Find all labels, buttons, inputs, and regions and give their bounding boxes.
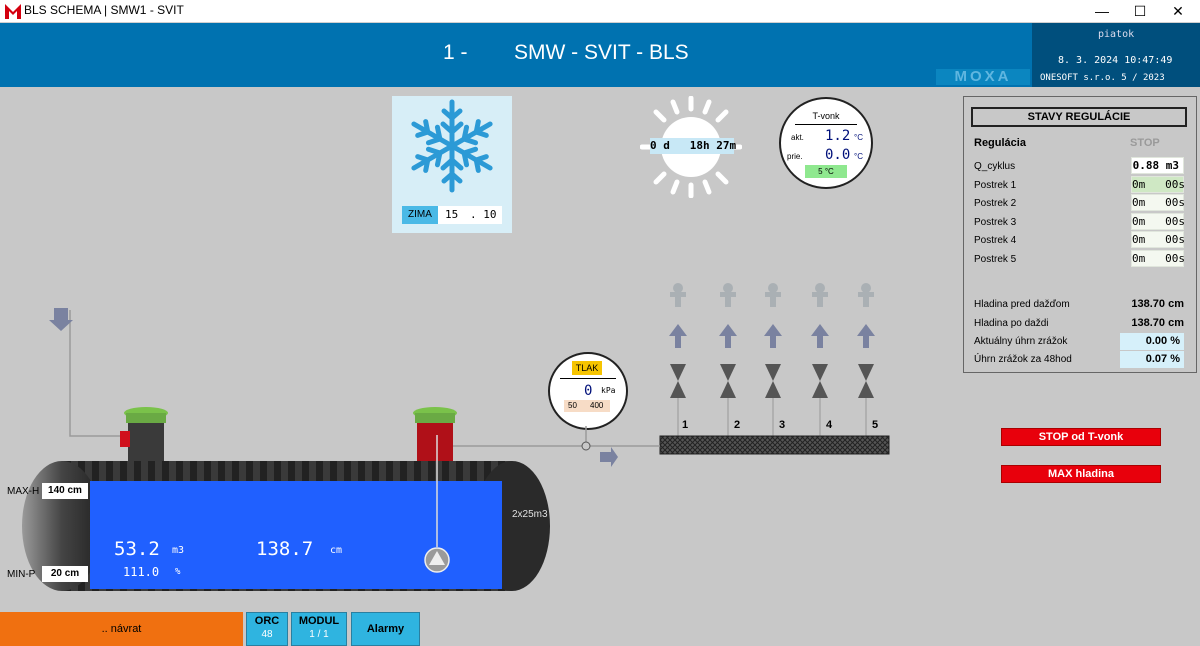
modul-value: 1 / 1 — [309, 629, 329, 640]
q-cyklus-label: Q_cyklus — [974, 161, 1016, 172]
minimize-button[interactable]: — — [1095, 3, 1109, 19]
stop-tvonk-alarm[interactable]: STOP od T-vonk — [1001, 428, 1161, 446]
tvonk-akt-unit: °C — [854, 133, 863, 142]
min-p-label: MIN-P — [7, 569, 36, 580]
pressure-max: 400 — [590, 401, 604, 410]
orc-label: ORC — [254, 615, 280, 627]
back-button[interactable]: .. návrat — [0, 612, 243, 646]
tvonk-prie-label: prie. — [787, 152, 803, 161]
modul-button[interactable]: MODUL 1 / 1 — [291, 612, 347, 646]
season-values: 15 . 10 — [438, 206, 502, 224]
postrek-2-value: 0m 00s — [1131, 194, 1185, 211]
season-label: ZIMA — [402, 206, 438, 224]
regulation-label: Regulácia — [974, 137, 1026, 149]
pressure-unit: kPa — [601, 386, 616, 395]
company-label: ONESOFT s.r.o. 5 / 2023 — [1040, 73, 1165, 83]
valve-label-3: 3 — [779, 419, 786, 431]
window-title: BLS SCHEMA | SMW1 - SVIT — [24, 3, 184, 17]
maximize-button[interactable]: ☐ — [1133, 3, 1147, 19]
up-arrows — [669, 324, 875, 348]
outflow-arrow-icon — [600, 447, 618, 467]
sprinkler-head-icon — [670, 283, 686, 307]
rain-current-value: 0.00 % — [1120, 333, 1184, 350]
regulation-value: STOP — [1130, 137, 1160, 149]
tvonk-title: T-vonk — [812, 111, 840, 121]
status-panel: STAVY REGULÁCIE Regulácia STOP Q_cyklus … — [963, 96, 1197, 373]
clock-panel: piatok 8. 3. 2024 10:47:49 MOXA ONESOFT … — [936, 23, 1200, 87]
tank-level: 138.7 — [256, 538, 314, 560]
postrek-5-label: Postrek 5 — [974, 254, 1017, 265]
postrek-3-label: Postrek 3 — [974, 217, 1017, 228]
orc-button[interactable]: ORC 48 — [246, 612, 288, 646]
modul-label: MODUL — [298, 615, 340, 627]
pressure-value: 0 — [584, 383, 593, 399]
tvonk-akt-label: akt. — [791, 133, 804, 142]
valve-manifold — [659, 283, 890, 455]
valve-label-1: 1 — [682, 419, 689, 431]
level-after-label: Hladina po daždi — [974, 318, 1049, 329]
clock-datetime: 8. 3. 2024 10:47:49 — [1058, 55, 1173, 66]
tank-level-unit: cm — [330, 545, 343, 556]
header-bar: 1 - SMW - SVIT - BLS — [0, 23, 1200, 87]
level-after-value: 138.70 cm — [1131, 317, 1184, 329]
postrek-4-value: 0m 00s — [1131, 231, 1185, 248]
pressure-min: 50 — [568, 401, 577, 410]
tank-volume-unit: m3 — [172, 545, 185, 556]
water-tank — [22, 407, 550, 591]
snowflake-icon — [406, 99, 498, 194]
level-before-value: 138.70 cm — [1131, 298, 1184, 310]
tank-percent: 111.0 — [123, 565, 160, 579]
season-value1: 15 — [445, 208, 459, 221]
postrek-5-value: 0m 00s — [1131, 250, 1185, 267]
max-h-label: MAX-H — [7, 486, 40, 497]
rain-48h-value: 0.07 % — [1120, 351, 1184, 368]
tvonk-setpoint: 5 °C — [805, 165, 847, 178]
valve-icons — [670, 364, 874, 398]
inlet-shaft — [128, 419, 164, 463]
clock-day: piatok — [1098, 29, 1135, 40]
max-h-value: 140 cm — [42, 483, 88, 499]
postrek-2-label: Postrek 2 — [974, 198, 1017, 209]
tvonk-gauge: T-vonk akt. 1.2 °C prie. 0.0 °C 5 °C — [779, 97, 873, 189]
tank-capacity: 2x25m3 — [512, 509, 548, 520]
postrek-4-label: Postrek 4 — [974, 235, 1017, 246]
pipe-lines — [49, 308, 660, 467]
tvonk-prie-value: 0.0 — [825, 147, 851, 163]
orc-value: 48 — [261, 629, 273, 640]
valve-label-5: 5 — [872, 419, 879, 431]
sun-icon — [640, 96, 742, 198]
inflow-arrow-icon — [49, 308, 73, 331]
rain-current-label: Aktuálny úhrn zrážok — [974, 336, 1068, 347]
season-panel: ZIMA 15 . 10 — [392, 96, 512, 233]
pressure-label: TLAK — [572, 361, 602, 375]
tvonk-akt-value: 1.2 — [825, 128, 851, 144]
app-logo-icon — [5, 4, 21, 19]
header-number: 1 - — [443, 41, 468, 64]
tank-volume: 53.2 — [114, 538, 160, 560]
alarmy-button[interactable]: Alarmy — [351, 612, 420, 646]
pump-shaft — [417, 419, 453, 463]
season-value2: . 10 — [470, 208, 497, 221]
close-button[interactable]: ✕ — [1172, 3, 1184, 19]
postrek-1-label: Postrek 1 — [974, 180, 1017, 191]
pressure-gauge: TLAK 0 kPa 50 400 — [548, 352, 628, 430]
window-titlebar: BLS SCHEMA | SMW1 - SVIT — ☐ ✕ — [0, 0, 1200, 23]
pressure-range: 50 400 — [564, 400, 610, 412]
level-before-label: Hladina pred dažďom — [974, 299, 1070, 310]
sun-time: 0 d 18h 27m — [650, 138, 737, 154]
min-p-value: 20 cm — [42, 566, 88, 582]
tank-percent-unit: % — [175, 567, 181, 577]
postrek-3-value: 0m 00s — [1131, 213, 1185, 230]
status-title: STAVY REGULÁCIE — [971, 107, 1187, 127]
valve-label-4: 4 — [826, 419, 833, 431]
max-hladina-alarm[interactable]: MAX hladina — [1001, 465, 1161, 483]
tvonk-prie-unit: °C — [854, 152, 863, 161]
page-title: SMW - SVIT - BLS — [514, 41, 689, 64]
valve-label-2: 2 — [734, 419, 741, 431]
q-cyklus-value: 0.88 m3 — [1131, 157, 1184, 174]
distribution-pipe — [659, 435, 890, 455]
postrek-1-value: 0m 00s — [1131, 176, 1185, 193]
moxa-logo: MOXA — [936, 69, 1030, 85]
rain-48h-label: Úhrn zrážok za 48hod — [974, 354, 1072, 365]
